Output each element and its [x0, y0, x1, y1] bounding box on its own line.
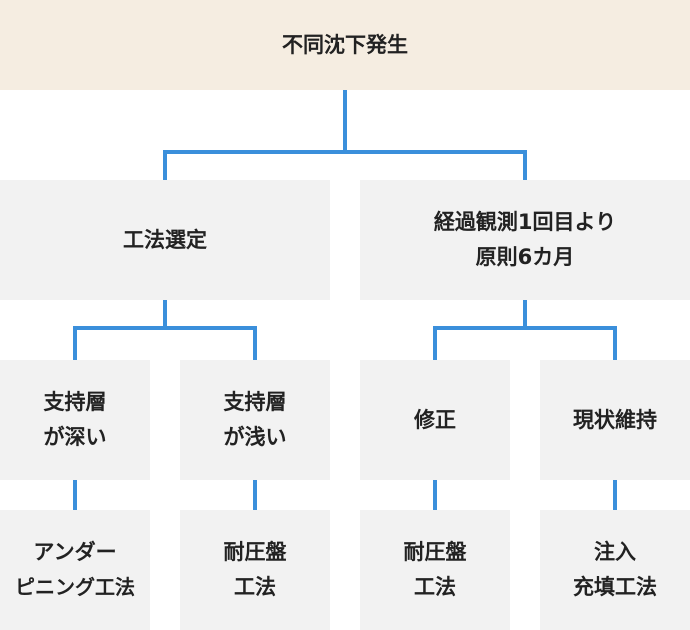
node-label: 現状維持: [573, 407, 657, 432]
node-label: 工法: [234, 575, 276, 599]
node-underpinning: アンダー ピニング工法: [0, 510, 150, 630]
node-label: 修正: [414, 407, 456, 432]
node-label: が深い: [43, 425, 107, 449]
node-label: 注入: [594, 540, 636, 564]
node-label: 充填工法: [573, 575, 657, 599]
node-label: 支持層: [43, 390, 107, 414]
node-taiatsuban-left: 耐圧盤 工法: [180, 510, 330, 630]
node-shijiso-asai: 支持層 が浅い: [180, 360, 330, 480]
node-label: が浅い: [223, 425, 287, 449]
node-label: アンダー: [33, 540, 117, 564]
node-chunyu-juten: 注入 充填工法: [540, 510, 690, 630]
node-taiatsuban-right: 耐圧盤 工法: [360, 510, 510, 630]
node-label: 経過観測1回目より: [433, 210, 617, 234]
node-label: 支持層: [223, 390, 287, 414]
node-label: 工法: [414, 575, 456, 599]
node-genjo-iji: 現状維持: [540, 360, 690, 480]
root-label: 不同沈下発生: [282, 32, 408, 57]
node-label: 耐圧盤: [223, 540, 287, 564]
node-shijiso-fukai: 支持層 が深い: [0, 360, 150, 480]
node-keika-kansoku: 経過観測1回目より 原則6カ月: [360, 180, 690, 300]
node-label: 原則6カ月: [475, 245, 575, 269]
node-label: 工法選定: [123, 227, 207, 252]
node-koho-sentei: 工法選定: [0, 180, 330, 300]
root-node: 不同沈下発生: [0, 0, 690, 90]
node-label: ピニング工法: [15, 575, 135, 599]
node-label: 耐圧盤: [403, 540, 467, 564]
node-shusei: 修正: [360, 360, 510, 480]
